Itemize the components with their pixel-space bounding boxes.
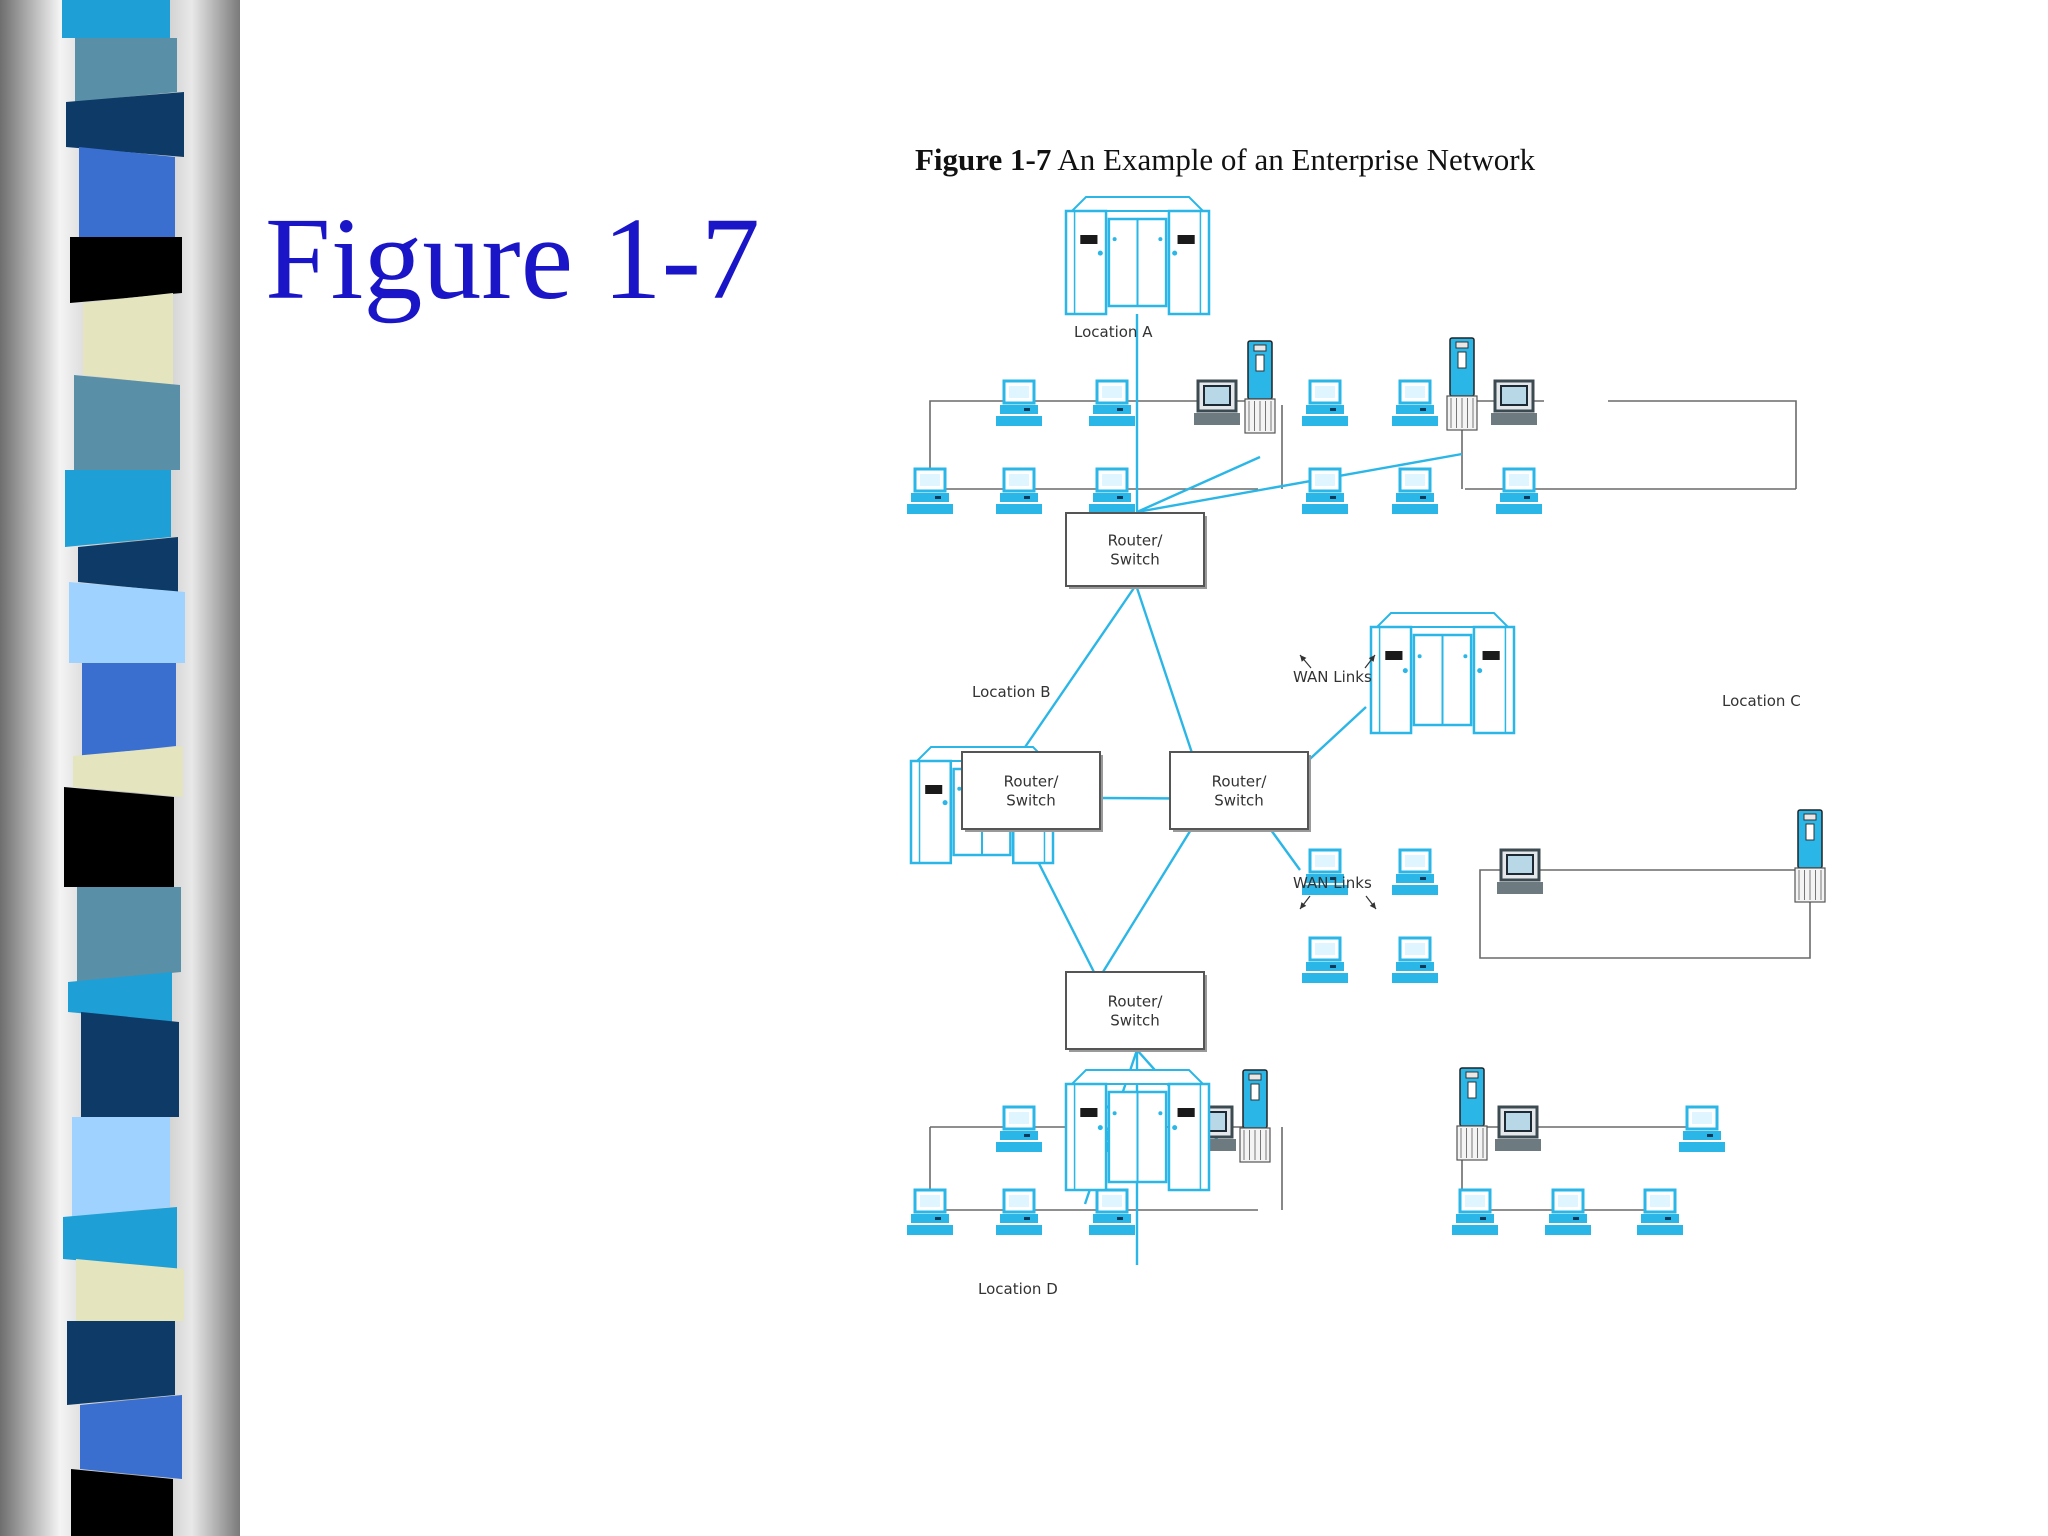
wan-arrow [1299,895,1311,910]
band-block [74,375,180,470]
workstation-icon [907,1188,953,1235]
network-diagram: Router/SwitchRouter/SwitchRouter/SwitchR… [907,196,1826,1298]
band-block [62,0,170,38]
workstation-icon [1392,379,1438,426]
workstation-icon [1392,848,1438,895]
workstation-icon [1089,379,1135,426]
location-b-label: Location B [972,683,1051,701]
band-block [64,787,174,887]
mainframe-icon [1064,196,1211,316]
band-block [66,92,184,157]
location-a-label: Location A [1074,323,1153,341]
band-block [75,38,177,102]
server-tower-icon [1244,340,1276,434]
router-label: Switch [1110,1012,1160,1030]
workstation-icon [1452,1188,1498,1235]
server-tower-icon [1794,809,1826,903]
workstation-icon [1496,467,1542,514]
location-d-label: Location D [978,1280,1058,1298]
wan-arrow [1364,654,1376,669]
band-block [82,663,176,756]
workstation-icon [1302,848,1348,895]
figure-caption-text: An Example of an Enterprise Network [1051,142,1536,177]
wan-arrow [1299,654,1312,669]
wan-links-label-lower: WAN Links [1293,874,1372,892]
network-link [1134,584,1194,754]
band-block [76,1259,184,1321]
router-label: Router/ [1108,532,1164,550]
server-tower-icon [1239,1069,1271,1163]
workstation-icon [1637,1188,1683,1235]
workstation-icon [1392,467,1438,514]
lan-cable [1479,869,1811,959]
decorative-left-band [0,0,240,1536]
network-link [1270,829,1301,871]
workstation-icon [1302,936,1348,983]
network-link [1136,452,1463,514]
band-block [63,1207,177,1269]
band-block [79,147,175,237]
band-block [77,887,181,982]
workstation-icon [1302,467,1348,514]
network-link [1096,827,1194,981]
enterprise-network-figure: Figure 1-7 An Example of an Enterprise N… [880,125,1880,1415]
band-block [69,582,185,663]
router-switch-box: Router/Switch [1065,512,1207,589]
workstation-gray-icon [1491,379,1537,425]
workstation-icon [996,467,1042,514]
figure-caption-number: Figure 1-7 [915,142,1052,177]
band-block [78,537,178,592]
router-switch-box: Router/Switch [1169,751,1311,832]
workstation-gray-icon [1497,848,1543,894]
workstation-icon [1089,1188,1135,1235]
lan-cable [1608,400,1797,489]
location-c-label: Location C [1722,692,1801,710]
server-tower-icon [1456,1067,1488,1161]
band-block [65,470,171,547]
band-block [83,293,173,385]
server-tower-icon [1446,337,1478,431]
network-link [1136,455,1261,514]
workstation-icon [1545,1188,1591,1235]
router-label: Router/ [1004,773,1060,791]
router-label: Switch [1110,551,1160,569]
workstation-icon [907,467,953,514]
network-link [1020,584,1137,754]
band-block [70,237,182,303]
workstation-icon [1089,467,1135,514]
router-label: Router/ [1108,993,1164,1011]
router-switch-box: Router/Switch [1065,971,1207,1052]
router-switch-box: Router/Switch [961,751,1103,832]
workstation-icon [996,1105,1042,1152]
router-label: Router/ [1212,773,1268,791]
workstation-icon [1392,936,1438,983]
mainframe-icon [1369,612,1516,735]
band-block [80,1395,182,1479]
workstation-gray-icon [1495,1105,1541,1151]
band-block [81,1012,179,1117]
router-label: Switch [1006,792,1056,810]
workstation-icon [996,379,1042,426]
band-block [67,1321,175,1405]
router-label: Switch [1214,792,1264,810]
band-block [72,1117,170,1217]
workstation-gray-icon [1194,379,1240,425]
wan-links-label-upper: WAN Links [1293,668,1372,686]
workstation-icon [1302,379,1348,426]
workstation-icon [996,1188,1042,1235]
workstation-icon [1679,1105,1725,1152]
slide-title: Figure 1-7 [265,193,760,324]
band-block [68,972,172,1022]
band-block [73,746,183,797]
wan-arrow [1365,895,1377,910]
mainframe-icon [1064,1069,1211,1192]
figure-caption: Figure 1-7 An Example of an Enterprise N… [915,142,1535,178]
band-block [71,1469,173,1536]
